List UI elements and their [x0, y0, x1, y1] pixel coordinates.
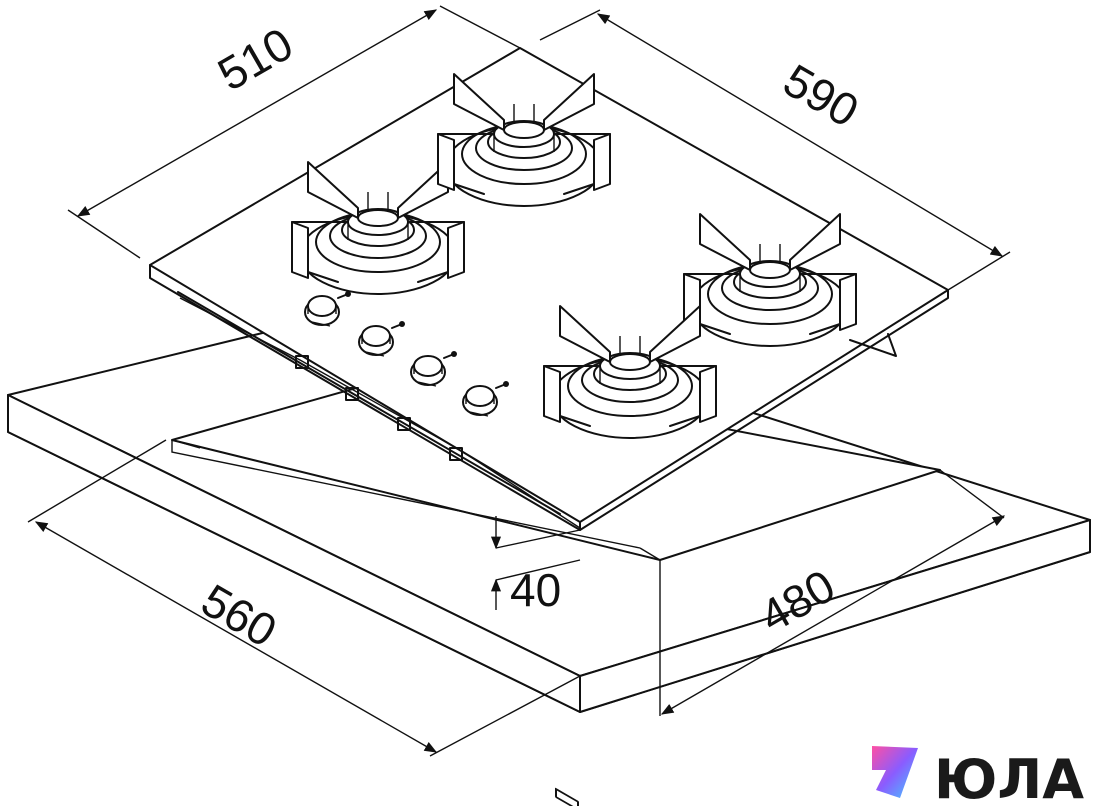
mounting-clips [295, 355, 463, 461]
dimension-40: 40 [490, 516, 581, 616]
dimension-590-label: 590 [775, 54, 867, 137]
yula-logo-mark [872, 746, 918, 798]
dimension-510-label: 510 [209, 17, 301, 100]
dimension-40-label: 40 [510, 564, 561, 616]
yula-logo-text: ЮЛА [934, 748, 1084, 806]
brand-plate [555, 787, 579, 806]
yula-logo: ЮЛА [872, 746, 1084, 806]
dimension-560-label: 560 [193, 574, 285, 657]
